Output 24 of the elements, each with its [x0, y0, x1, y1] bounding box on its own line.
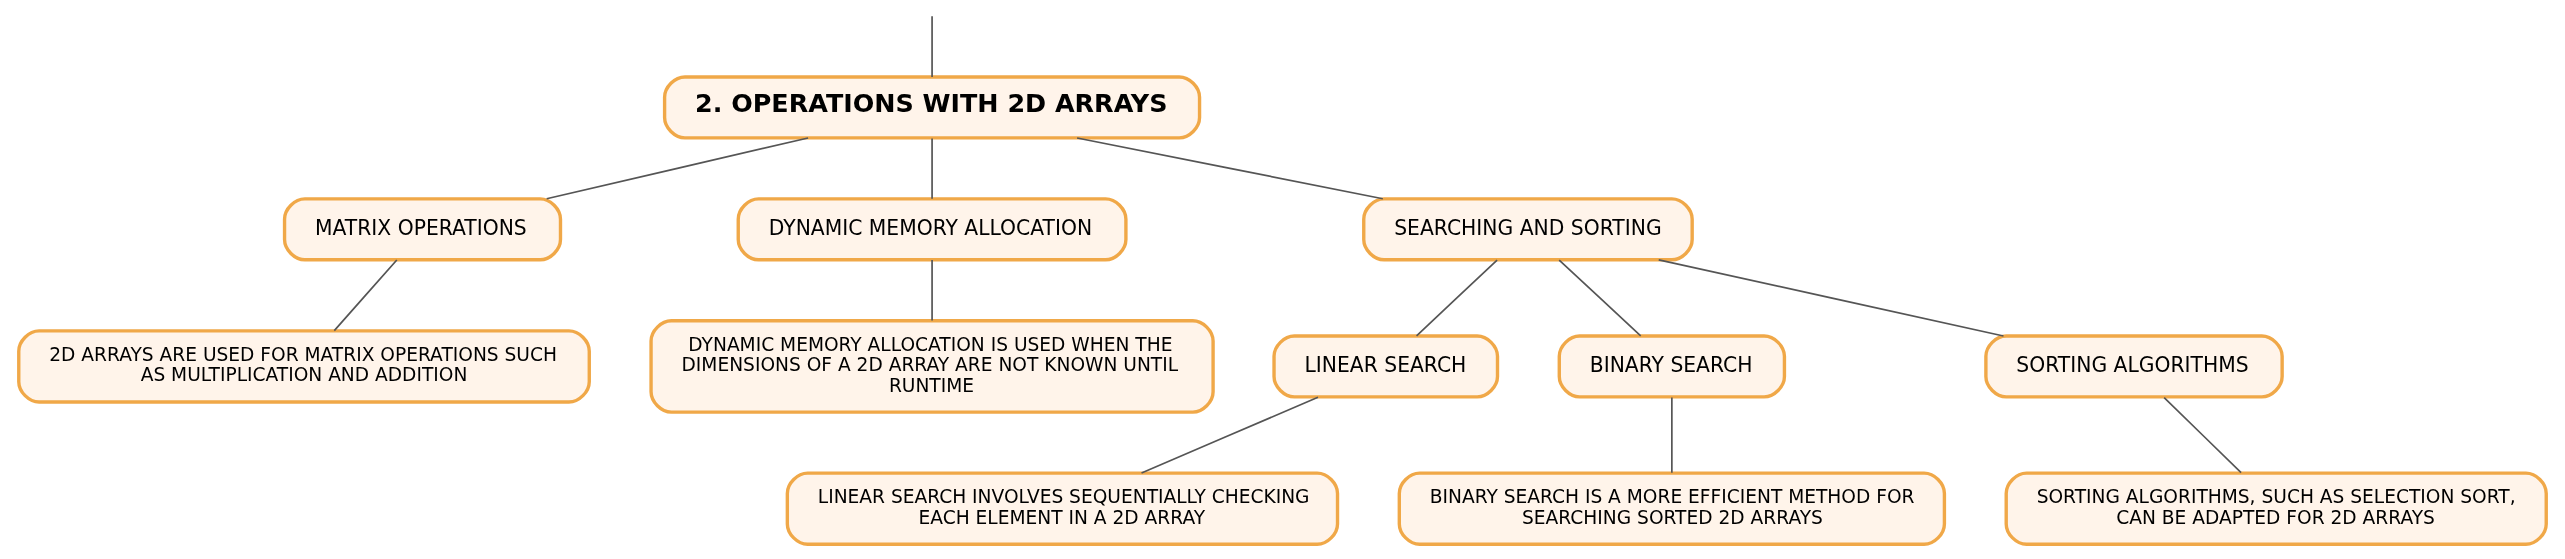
- connector: [931, 137, 933, 200]
- connector: [1558, 259, 1642, 337]
- node-box: BINARY SEARCH: [1557, 334, 1787, 399]
- node-box: SORTING ALGORITHMS: [1984, 334, 2284, 399]
- connector: [931, 259, 933, 322]
- connector: [1140, 396, 1319, 474]
- node-box: BINARY SEARCH IS A MORE EFFICIENT METHOD FOR SEARCHING SORTED 2D ARRAYS: [1397, 471, 1947, 546]
- node-box: 2. OPERATIONS WITH 2D ARRAYS: [662, 75, 1202, 140]
- node-box: DYNAMIC MEMORY ALLOCATION IS USED WHEN THE DIMENSIONS OF A 2D ARRAY ARE NOT KNOWN UNTIL RUNTIME: [649, 319, 1215, 414]
- connector: [1415, 259, 1498, 337]
- connector: [333, 259, 398, 332]
- node-box: LINEAR SEARCH: [1272, 334, 1500, 399]
- connector: [1671, 396, 1673, 474]
- node-box: SEARCHING AND SORTING: [1362, 197, 1694, 262]
- node-box: MATRIX OPERATIONS: [282, 197, 563, 262]
- node-box: DYNAMIC MEMORY ALLOCATION: [736, 197, 1128, 262]
- connector: [545, 137, 809, 200]
- node-box: SORTING ALGORITHMS, SUCH AS SELECTION SORT, CAN BE ADAPTED FOR 2D ARRAYS: [2004, 471, 2548, 546]
- node-box: 2D ARRAYS ARE USED FOR MATRIX OPERATIONS SUCH AS MULTIPLICATION AND ADDITION: [17, 329, 591, 404]
- connector: [1657, 259, 2005, 337]
- connector: [2163, 396, 2242, 474]
- node-box: LINEAR SEARCH INVOLVES SEQUENTIALLY CHECKING EACH ELEMENT IN A 2D ARRAY: [785, 471, 1340, 546]
- connector: [931, 15, 933, 78]
- connector: [1076, 137, 1384, 200]
